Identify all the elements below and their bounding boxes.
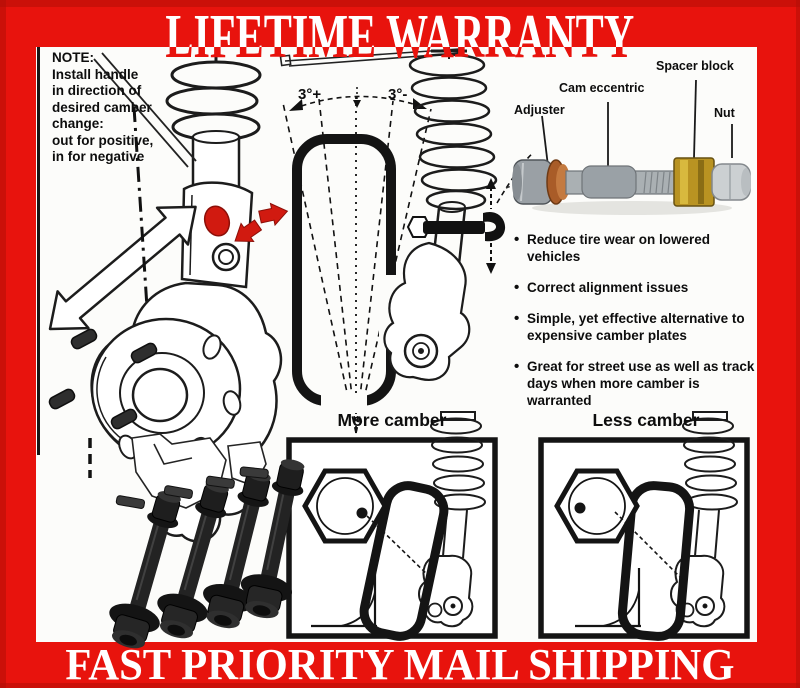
wheel-hub — [90, 317, 242, 462]
note-line: NOTE: — [52, 50, 94, 65]
lifetime-warranty-banner-red-layer: LIFETIME WARRANTY — [0, 6, 800, 68]
less-camber-panel — [538, 411, 750, 641]
banner-top-text: LIFETIME WARRANTY — [165, 3, 635, 71]
angle-gauge — [311, 568, 377, 628]
list-item: Great for street use as well as track da… — [514, 358, 764, 409]
cam-bolt-hexagon — [554, 468, 640, 544]
angle-gauge — [575, 568, 641, 628]
camber-bolt — [157, 481, 229, 639]
turn-arrows — [486, 178, 496, 274]
frame-edge — [0, 0, 6, 688]
banner-bottom-text: FAST PRIORITY MAIL SHIPPING — [65, 640, 735, 688]
camber-angle-diagram — [279, 45, 534, 434]
bullet-icon — [514, 310, 527, 344]
tilted-tire — [617, 481, 695, 641]
camber-minus-label: 3°- — [388, 86, 408, 103]
leader-lines — [541, 79, 733, 170]
list-item: Simple, yet effective alternative to exp… — [514, 310, 764, 344]
note-line: in for negative — [52, 149, 145, 164]
note-line: change: — [52, 116, 104, 131]
note-line: in direction of — [52, 83, 142, 98]
cam-eccentric-label: Cam eccentric — [559, 81, 645, 95]
bullet-icon — [514, 358, 527, 409]
more-camber-panel — [286, 411, 498, 641]
list-item: Reduce tire wear on lowered vehicles — [514, 231, 764, 265]
lifetime-warranty-banner: LIFETIME WARRANTY — [0, 0, 800, 47]
red-cam-lobe — [203, 205, 231, 237]
cam-dot — [574, 502, 586, 514]
camber-bolt — [239, 459, 305, 619]
bolt-nut — [711, 163, 751, 201]
hub-nut — [403, 333, 439, 369]
note-line: out for positive, — [52, 132, 154, 148]
camber-plus-label: 3°+ — [298, 86, 322, 103]
install-note: NOTE: Install handle in direction of des… — [52, 50, 212, 166]
leader-dash — [614, 511, 688, 585]
camber-bolt — [109, 491, 181, 649]
list-item: Correct alignment issues — [514, 279, 764, 296]
bolt-head — [512, 159, 553, 205]
install-handle-lines — [93, 52, 197, 168]
frame-edge — [0, 683, 800, 688]
cam-bolt-hexagon — [302, 468, 388, 544]
bolt-shaft — [565, 165, 677, 199]
less-camber-title: Less camber — [592, 410, 700, 430]
cam-dot — [356, 507, 368, 519]
tire-gap — [321, 393, 367, 413]
direction-double-arrow — [48, 205, 197, 331]
camber-arc — [289, 87, 427, 111]
more-camber-title: More camber — [337, 410, 447, 430]
note-line: desired camber — [52, 99, 152, 115]
tilted-coil-spring — [408, 45, 498, 211]
benefits-list: Reduce tire wear on lowered vehicles Cor… — [514, 231, 764, 409]
frame-edge — [0, 0, 800, 7]
leader-dash — [366, 515, 434, 581]
red-rotation-arrows — [234, 202, 289, 242]
adjuster-label: Adjuster — [514, 103, 565, 117]
bullet-icon — [514, 231, 527, 265]
lifetime-warranty-banner-white-layer: LIFETIME WARRANTY — [165, 3, 635, 47]
wrench-icon — [406, 211, 506, 242]
shipping-banner: FAST PRIORITY MAIL SHIPPING — [0, 642, 800, 688]
spacer-block-label: Spacer block — [656, 59, 734, 73]
frame-edge — [796, 0, 800, 688]
nut-label: Nut — [714, 106, 735, 120]
spacer-block — [673, 157, 715, 207]
camber-bolts-product-photo — [88, 433, 305, 649]
tire-outline — [292, 134, 396, 406]
bullet-icon — [514, 279, 527, 296]
tilted-tire — [359, 481, 449, 641]
camber-bolt-photo — [505, 79, 751, 215]
note-line: Install handle — [52, 66, 139, 82]
camber-bolt — [203, 470, 271, 629]
cam-bolt-head — [211, 242, 241, 272]
